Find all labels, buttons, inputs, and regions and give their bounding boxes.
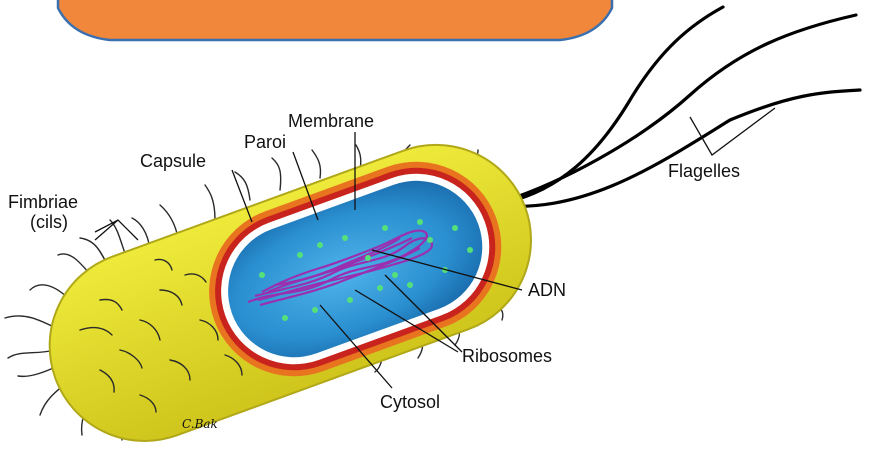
label-fimbriae-cils: (cils)	[30, 212, 68, 232]
label-paroi: Paroi	[244, 132, 286, 152]
label-flagelles: Flagelles	[668, 161, 740, 181]
signature: C.Bak	[182, 417, 218, 431]
label-capsule: Capsule	[140, 151, 206, 171]
label-ribosomes: Ribosomes	[462, 346, 552, 366]
label-cytosol: Cytosol	[380, 392, 440, 412]
label-adn: ADN	[528, 280, 566, 300]
label-membrane: Membrane	[288, 111, 374, 131]
title-banner	[58, 0, 612, 40]
label-fimbriae: Fimbriae	[8, 192, 78, 212]
